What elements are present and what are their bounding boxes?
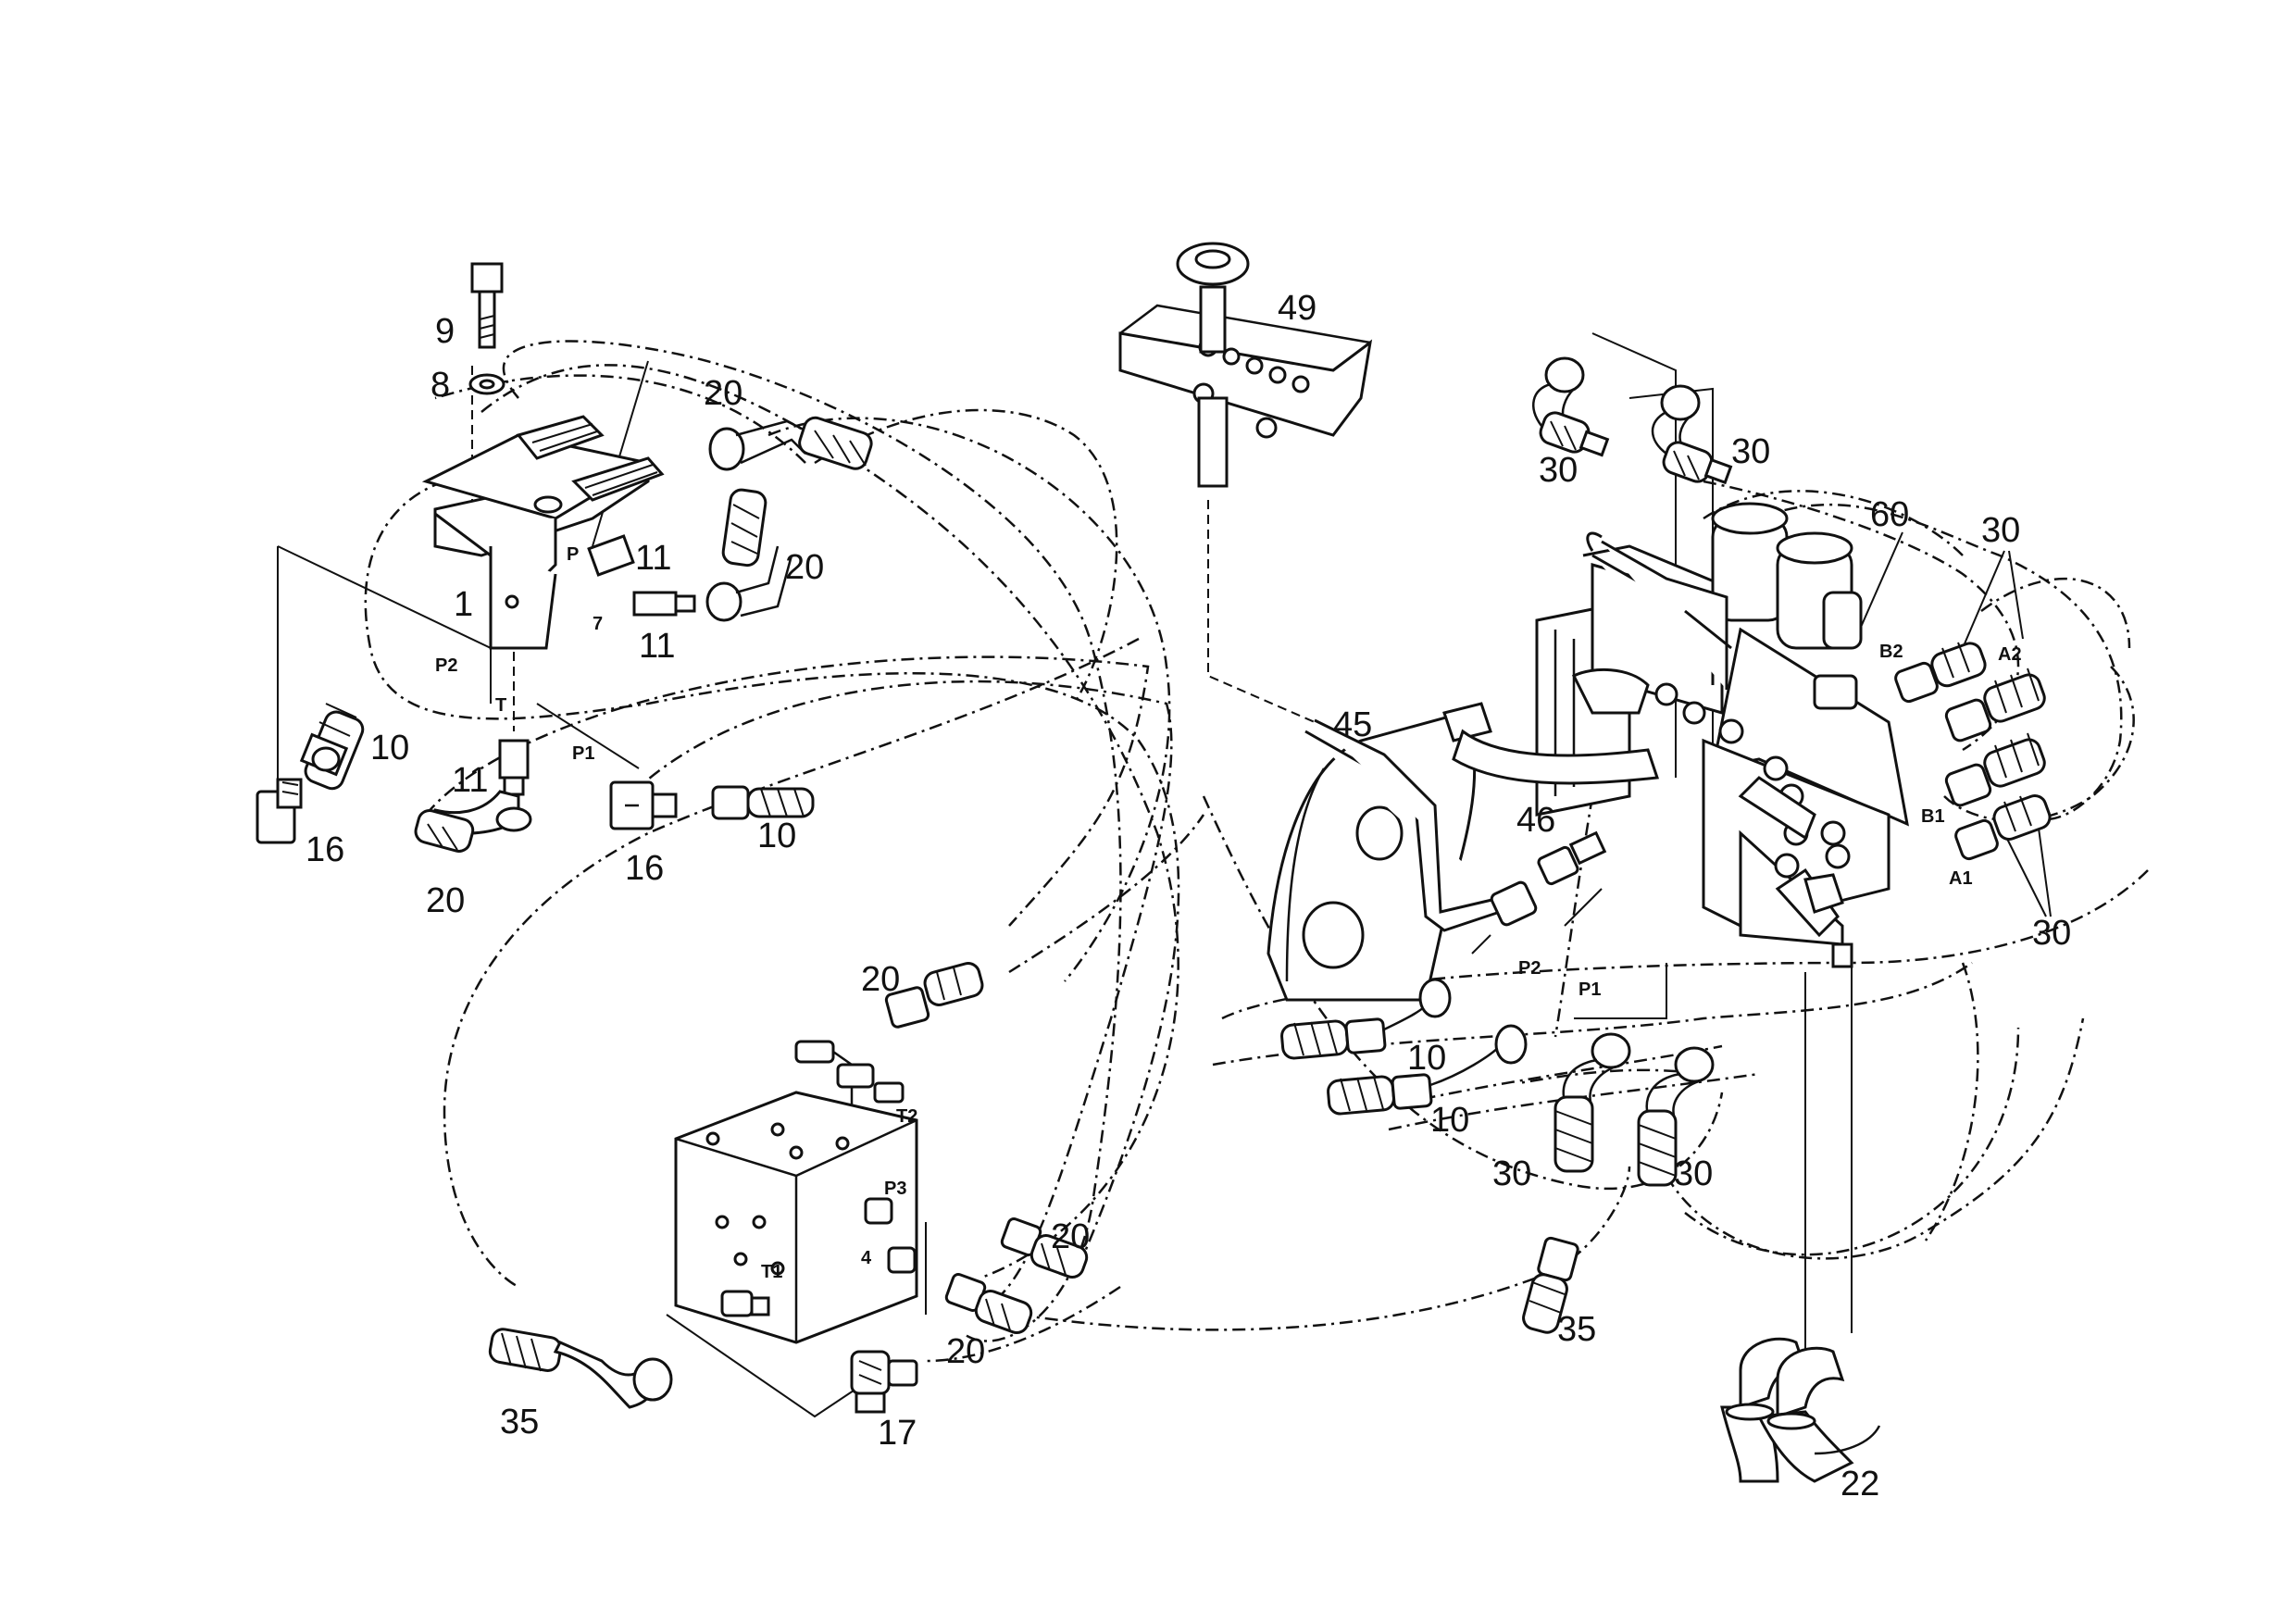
hose-elbow: [1637, 1046, 1715, 1187]
callout-label: 16: [306, 830, 344, 869]
port-labels: P P2 T P1 T2 P3 4 T1 B2 A2 B1 A1 P2 P1: [435, 544, 2022, 1282]
port-label: P2: [435, 655, 457, 676]
bracket-plate: [1267, 711, 1477, 1002]
callout-label: 11: [452, 761, 488, 800]
rigid-tube: [1304, 718, 1538, 932]
callout-label: 20: [704, 374, 742, 413]
hose-straight: [1944, 668, 2046, 742]
leader-lines: [277, 332, 2052, 1418]
hose-routing-lines: [364, 340, 2149, 1363]
fitting-straight: [498, 534, 696, 796]
port-label: T2: [896, 1106, 917, 1127]
port-label: P1: [572, 743, 594, 764]
callout-label: 10: [757, 817, 796, 855]
port-label: P: [567, 544, 579, 565]
callout-label: 60: [1870, 495, 1909, 534]
hose-elbow: [1554, 1032, 1631, 1173]
callout-label: 35: [500, 1403, 539, 1441]
callout-label: 45: [1333, 705, 1372, 744]
port-label: B2: [1879, 642, 1903, 662]
callout-label: 20: [946, 1332, 985, 1371]
hose-straight: [299, 703, 365, 791]
hose-elbow: [1532, 356, 1610, 457]
callout-label: 9: [435, 312, 455, 351]
hose-elbow: [414, 790, 532, 853]
pedal-valve: [421, 415, 665, 650]
callout-label: 49: [1278, 289, 1316, 328]
callout-label: 22: [1841, 1465, 1879, 1503]
port-label: T1: [761, 1262, 782, 1282]
hose-straight: [944, 1272, 1033, 1335]
hose-straight: [884, 962, 984, 1029]
callout-label: 30: [2032, 914, 2071, 953]
port-label: 4: [861, 1248, 872, 1268]
port-label: P2: [1518, 958, 1541, 979]
hose-straight: [1327, 1024, 1528, 1116]
callout-label: 30: [1731, 432, 1770, 471]
port-label: B1: [1921, 806, 1945, 827]
callout-label: 11: [639, 627, 675, 666]
callout-label: 11: [635, 539, 671, 578]
hose-straight: [1954, 794, 2052, 861]
hose-straight: [1894, 642, 1987, 704]
callout-label: 7: [593, 614, 603, 634]
callout-label: 20: [861, 960, 900, 999]
distribution-block: [674, 1040, 918, 1344]
control-valve: [1442, 502, 1909, 968]
hose-straight: [1944, 732, 2046, 807]
port-label: A2: [1998, 644, 2022, 665]
tool-bar: [1118, 242, 1373, 488]
callout-label: 10: [1430, 1101, 1469, 1140]
callout-label: 30: [1492, 1154, 1531, 1193]
callout-label: 30: [1674, 1154, 1713, 1193]
elbow-fitting: [609, 780, 678, 830]
hose-elbow: [705, 488, 793, 622]
callout-label: 8: [430, 366, 450, 405]
callout-label: 20: [785, 548, 824, 587]
elbow-fitting: [256, 778, 303, 844]
callout-label: 35: [1557, 1310, 1596, 1349]
callout-label: 20: [426, 881, 465, 920]
hose-elbow: [1651, 384, 1733, 485]
hose-straight: [1000, 1216, 1089, 1279]
port-label: P3: [884, 1179, 906, 1199]
port-label: A1: [1949, 868, 1973, 889]
callout-label: 30: [1981, 511, 2020, 550]
hose-straight: [711, 785, 815, 820]
hose-elbow: [708, 416, 873, 471]
hose-elbow: [488, 1328, 673, 1409]
callout-label: 46: [1516, 801, 1555, 840]
hose-straight: [1522, 1236, 1579, 1334]
hose-straight: [1280, 978, 1452, 1060]
fitting-straight: [1537, 830, 1607, 886]
port-label: P1: [1578, 979, 1601, 1000]
callout-label: 10: [370, 729, 409, 767]
callout-label: 20: [1051, 1217, 1090, 1256]
callout-label: 17: [878, 1414, 917, 1453]
rigid-tube: [1586, 531, 1732, 690]
callout-label: 16: [625, 849, 664, 888]
bolt: [470, 262, 504, 349]
washer: [468, 373, 505, 395]
callout-label: 10: [1407, 1039, 1446, 1078]
return-elbows: [1720, 1337, 1881, 1483]
callout-label: 1: [454, 585, 473, 624]
tee-fitting: [850, 1350, 918, 1414]
callout-label: 30: [1539, 451, 1578, 490]
callout-numbers: 9 8 20 11 20 1 7 11 10 11 16 10 16 20 49…: [306, 289, 2071, 1503]
port-label: T: [495, 695, 506, 716]
